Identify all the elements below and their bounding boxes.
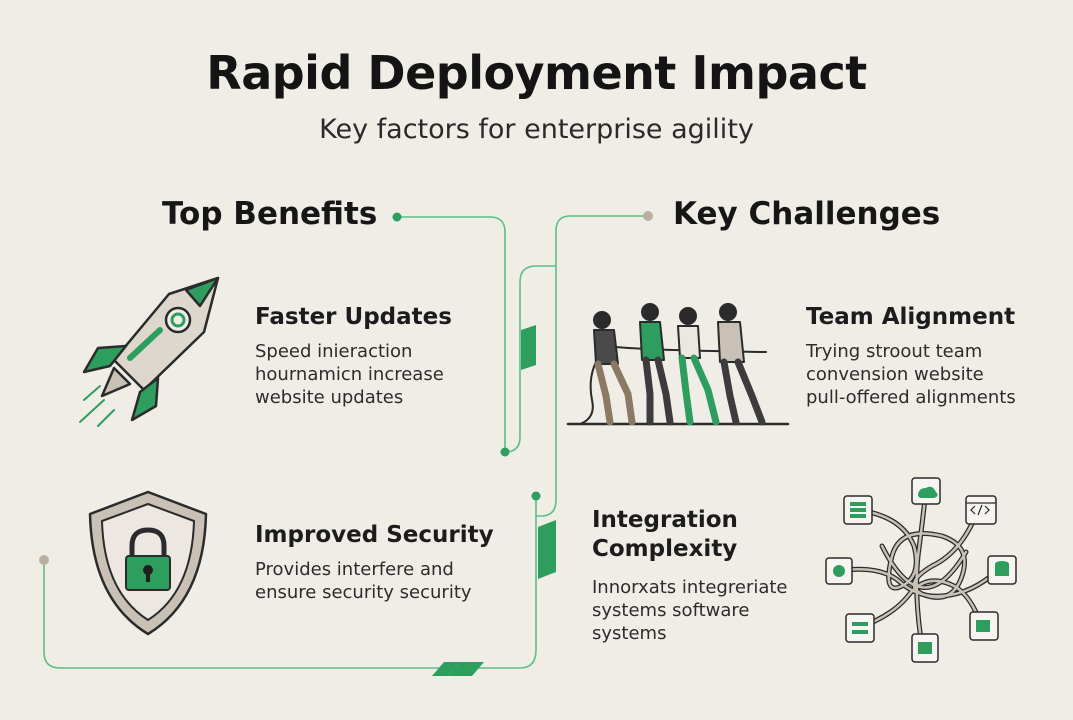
challenges-heading: Key Challenges (673, 196, 941, 232)
challenge-description: Innorxats integreriate systems software … (592, 577, 788, 644)
benefit-title: Improved Security (255, 522, 494, 548)
benefits-heading: Top Benefits (162, 196, 378, 232)
page-title: Rapid Deployment Impact (206, 46, 867, 100)
challenge-description: Trying stroout team convension website p… (806, 341, 1016, 408)
page-subtitle: Key factors for enterprise agility (319, 114, 754, 145)
benefit-description: Speed inieraction hournamicn increase we… (255, 341, 444, 408)
benefit-description: Provides interfere and ensure security s… (255, 559, 472, 603)
benefit-title: Faster Updates (255, 304, 452, 330)
benefit-faster-updates: Faster Updates Speed inieraction hournam… (255, 303, 515, 409)
benefit-improved-security: Improved Security Provides interfere and… (255, 521, 525, 604)
challenge-title: Integration Complexity (592, 507, 738, 562)
challenge-integration-complexity: Integration Complexity Innorxats integre… (592, 506, 812, 645)
tangled-network-icon (825, 477, 1017, 663)
shield-lock-icon (88, 490, 208, 636)
challenge-title: Team Alignment (806, 304, 1016, 330)
rocket-icon (79, 276, 220, 427)
challenge-team-alignment: Team Alignment Trying stroout team conve… (806, 303, 1066, 409)
tug-of-war-icon (566, 303, 790, 426)
